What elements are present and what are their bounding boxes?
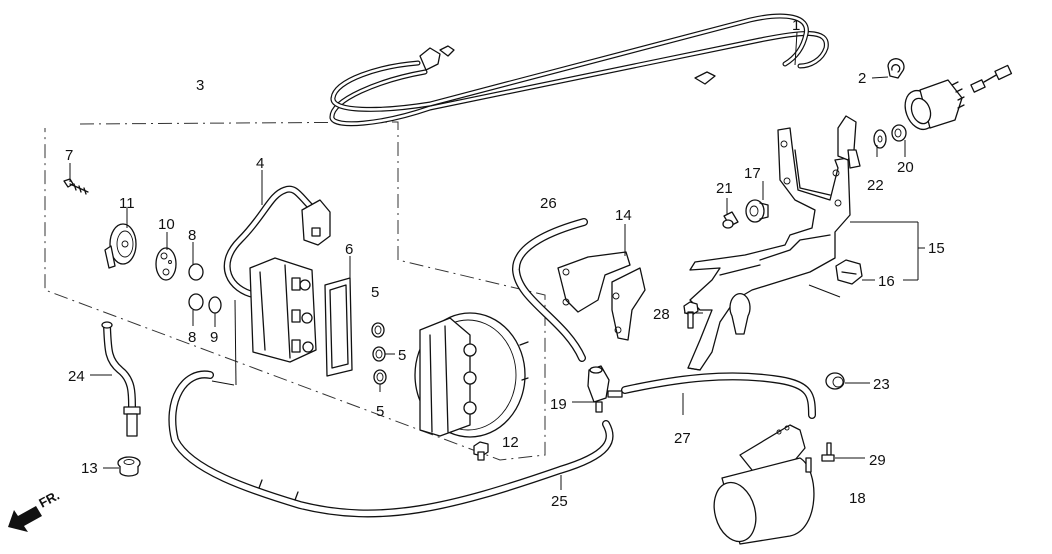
- hose-26: [512, 218, 588, 362]
- check-valve-19: [587, 365, 623, 413]
- vacuum-actuator: [414, 312, 529, 438]
- callout-6[interactable]: 6: [345, 241, 353, 258]
- callout-8-bottom[interactable]: 8: [188, 329, 196, 346]
- callout-27[interactable]: 27: [674, 430, 691, 447]
- callout-13[interactable]: 13: [81, 460, 98, 477]
- callout-17[interactable]: 17: [744, 165, 761, 182]
- assembly-boundary: [44, 121, 546, 461]
- leader-lines: [69, 31, 925, 490]
- callout-8-top[interactable]: 8: [188, 227, 196, 244]
- callout-28[interactable]: 28: [653, 306, 670, 323]
- callout-29[interactable]: 29: [869, 452, 886, 469]
- bolt-28: [683, 301, 699, 329]
- bracket-14: [557, 251, 646, 341]
- pulley-11: [104, 223, 137, 269]
- callout-10[interactable]: 10: [158, 216, 175, 233]
- plate-10: [155, 247, 177, 281]
- callout-5-mid[interactable]: 5: [398, 347, 406, 364]
- callout-19[interactable]: 19: [550, 396, 567, 413]
- callout-26[interactable]: 26: [540, 195, 557, 212]
- callout-24[interactable]: 24: [68, 368, 85, 385]
- callout-12[interactable]: 12: [502, 434, 519, 451]
- hose-27: [621, 372, 816, 419]
- canister-18[interactable]: [708, 424, 815, 546]
- grommet-13: [117, 456, 141, 477]
- caps-8-9: [188, 263, 222, 314]
- callout-22[interactable]: 22: [867, 177, 884, 194]
- hose-24: [101, 321, 141, 437]
- callout-3[interactable]: 3: [196, 77, 204, 94]
- screw-12: [473, 441, 489, 461]
- callout-20[interactable]: 20: [897, 159, 914, 176]
- callout-23[interactable]: 23: [873, 376, 890, 393]
- bolt-29: [821, 442, 835, 462]
- grommet-17: [745, 199, 769, 223]
- harness-4: [223, 185, 331, 299]
- o-rings-5: [371, 322, 387, 385]
- bushing-part: [891, 124, 907, 142]
- callout-15[interactable]: 15: [928, 240, 945, 257]
- callout-5-bottom[interactable]: 5: [376, 403, 384, 420]
- callout-21[interactable]: 21: [716, 180, 733, 197]
- callout-7[interactable]: 7: [65, 147, 73, 164]
- washer-part: [873, 129, 887, 149]
- collar-21: [722, 211, 739, 229]
- bracket-assembly[interactable]: [687, 115, 861, 371]
- front-direction-arrow: [8, 506, 42, 532]
- callout-18[interactable]: 18: [849, 490, 866, 507]
- cable-end-left: [419, 45, 455, 71]
- hose-25: [168, 370, 614, 518]
- callout-16[interactable]: 16: [878, 273, 895, 290]
- callout-14[interactable]: 14: [615, 207, 632, 224]
- callout-1[interactable]: 1: [792, 17, 800, 34]
- callout-labels: 1 2 3 4 5 5 5 6 7 8 8 9 10 11 12 13 14 1…: [65, 17, 945, 510]
- front-direction-label: FR.: [36, 488, 62, 511]
- callout-5-top[interactable]: 5: [371, 284, 379, 301]
- cable-end-right: [694, 64, 1013, 131]
- callout-25[interactable]: 25: [551, 493, 568, 510]
- screw-7: [63, 178, 89, 195]
- throttle-cable[interactable]: [329, 31, 829, 127]
- gasket-6: [324, 277, 353, 377]
- callout-4[interactable]: 4: [256, 155, 264, 172]
- clip-16: [835, 259, 863, 285]
- clip-part: [887, 58, 905, 79]
- grommet-23: [825, 372, 845, 390]
- callout-9[interactable]: 9: [210, 329, 218, 346]
- callout-11[interactable]: 11: [119, 195, 135, 212]
- callout-2[interactable]: 2: [858, 70, 866, 87]
- solenoid-valve-block: [249, 257, 317, 363]
